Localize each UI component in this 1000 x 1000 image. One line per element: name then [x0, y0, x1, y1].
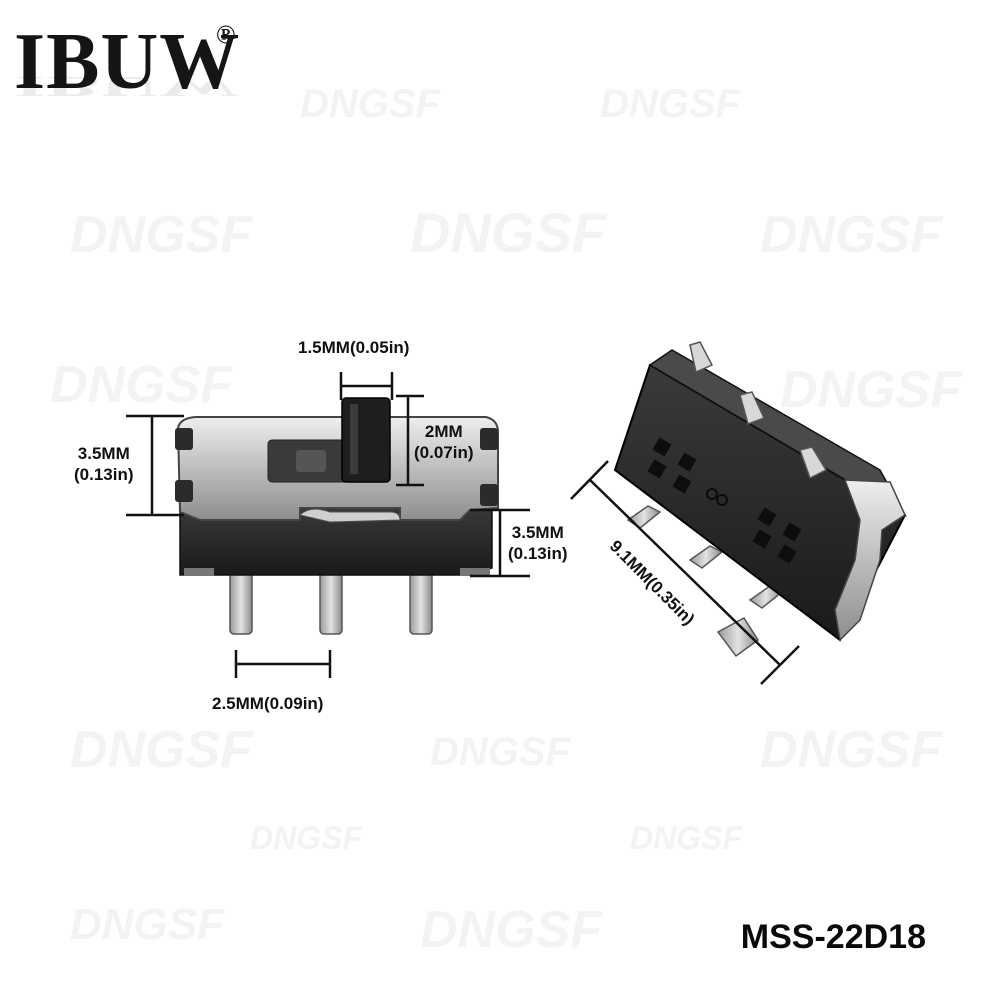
dimension-lines [126, 372, 800, 685]
dimension-pin-height: 3.5MM (0.13in) [508, 522, 568, 564]
dimension-slider-height: 2MM (0.07in) [414, 421, 474, 463]
dimension-slider-height-mm: 2MM [424, 422, 463, 441]
watermark-text: DNGSF [70, 206, 252, 264]
watermark-text: DNGSF [630, 820, 742, 856]
pin [229, 565, 253, 635]
watermark-text: DNGSF [300, 82, 440, 126]
dimension-pin-pitch: 2.5MM(0.09in) [212, 694, 324, 713]
pin [689, 341, 714, 374]
watermark-text: DNGSF [600, 82, 740, 126]
dimension-slider-height-in: (0.07in) [414, 443, 474, 462]
registered-mark: ® [216, 20, 236, 49]
dimension-body-height: 3.5MM (0.13in) [74, 443, 134, 485]
watermark-text: DNGSF [430, 730, 570, 774]
dimension-pin-height-mm: 3.5MM [511, 523, 564, 542]
pin [626, 505, 662, 529]
dimension-body-height-mm: 3.5MM [77, 444, 130, 463]
switch-angled-view [613, 341, 907, 658]
pin [688, 545, 724, 569]
dimension-slider-width: 1.5MM(0.05in) [298, 338, 410, 357]
dimension-body-height-in: (0.13in) [74, 465, 134, 484]
watermark-text: DNGSF [50, 356, 232, 414]
watermark-text: DNGSF [420, 901, 602, 959]
watermark-text: DNGSF [70, 900, 224, 949]
dimension-pin-height-in: (0.13in) [508, 544, 568, 563]
brand-logo: IBUW [14, 18, 241, 106]
pin [319, 565, 343, 635]
watermark-text: DNGSF [70, 721, 252, 779]
watermark-text: DNGSF [760, 206, 942, 264]
pin [739, 391, 766, 425]
watermark-text: DNGSF [250, 820, 362, 856]
pin [799, 446, 828, 480]
model-number: MSS-22D18 [740, 918, 926, 956]
watermark-text: DNGSF [760, 721, 942, 779]
watermark-text: DNGSF [410, 201, 606, 264]
switch-front-view [175, 397, 499, 635]
pin [409, 565, 433, 635]
watermark-text: DNGSF [780, 361, 962, 419]
